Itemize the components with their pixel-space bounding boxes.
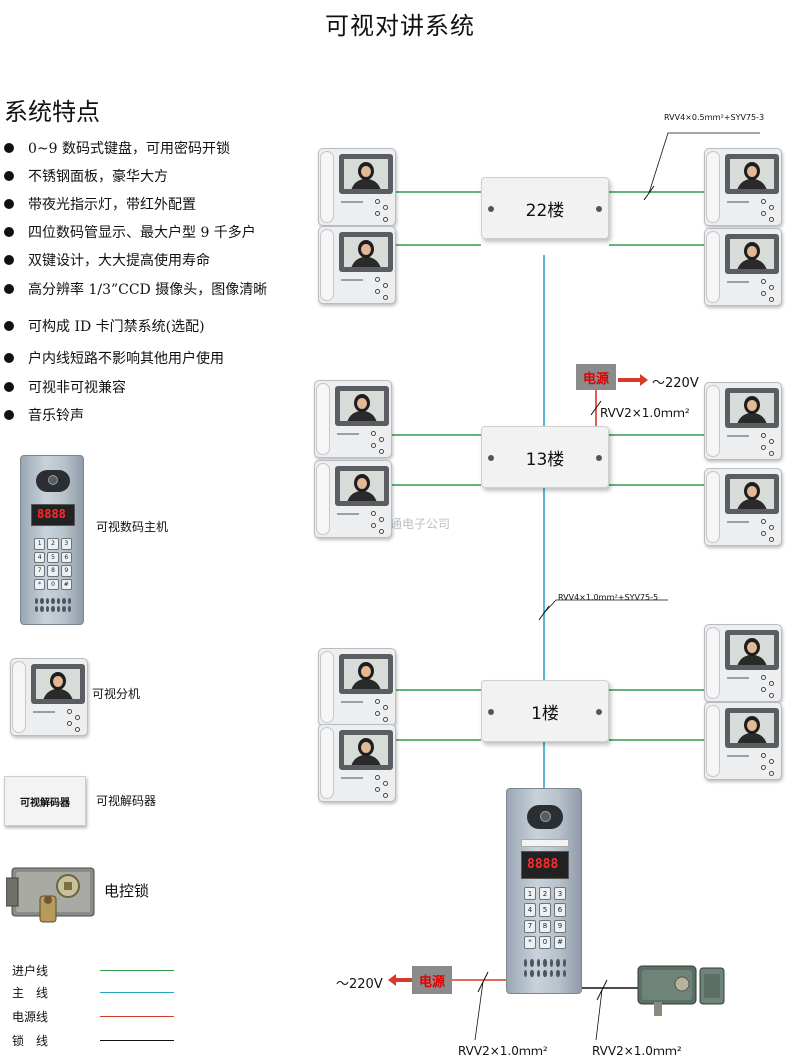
legend-item: 锁 线	[12, 1032, 174, 1049]
electric-lock-icon	[634, 958, 730, 1020]
bullet-icon	[4, 410, 14, 420]
indoor-monitor-icon	[314, 380, 392, 458]
decoder-label: 可视解码器	[96, 794, 157, 808]
indoor-unit-label: 可视分机	[92, 687, 141, 701]
indoor-monitor-icon	[704, 148, 782, 226]
floor-decoder-13: 13楼	[481, 426, 609, 488]
cable-label-power-bottom: RVV2×1.0ｍｍ²	[458, 1044, 548, 1057]
indoor-monitor-icon	[704, 382, 782, 460]
speaker-grille	[35, 598, 71, 612]
bullet-icon	[4, 199, 14, 209]
feature-item: 户内线短路不影响其他用户使用	[4, 348, 224, 368]
indoor-monitor-icon	[10, 658, 88, 736]
feature-item: 带夜光指示灯，带红外配置	[4, 194, 196, 214]
feature-item: 音乐铃声	[4, 405, 84, 425]
power-arrow	[388, 974, 412, 986]
feature-item: 0~9 数码式键盘，可用密码开锁	[4, 138, 230, 158]
floor-decoder-22: 22楼	[481, 177, 609, 239]
indoor-monitor-icon	[318, 648, 396, 726]
bullet-icon	[4, 321, 14, 331]
legend-swatch	[100, 991, 174, 994]
feature-item: 双键设计，大大提高使用寿命	[4, 250, 210, 270]
legend-item: 电源线	[12, 1008, 174, 1025]
legend-swatch	[100, 969, 174, 972]
cable-leader	[595, 989, 603, 1041]
lock-label: 电控锁	[104, 882, 150, 900]
cable-leader	[474, 981, 484, 1041]
bullet-icon	[4, 255, 14, 265]
indoor-monitor-icon	[318, 148, 396, 226]
power-supply-bottom: 电源	[412, 966, 452, 994]
voltage-label-13: ～220V	[652, 376, 699, 391]
legend-item: 进户线	[12, 962, 174, 979]
power-supply-13: 电源	[576, 364, 616, 390]
indoor-monitor-icon	[318, 226, 396, 304]
bullet-icon	[4, 284, 14, 294]
cable-leader	[543, 599, 668, 614]
electric-lock-icon	[5, 856, 98, 930]
legend-swatch	[100, 1039, 174, 1042]
page-title: 可视对讲系统	[325, 12, 475, 40]
cable-leader	[648, 132, 760, 194]
bullet-icon	[4, 353, 14, 363]
main-unit-label: 可视数码主机	[96, 520, 169, 534]
bullet-icon	[4, 227, 14, 237]
panel-display: 8888	[31, 504, 75, 526]
indoor-monitor-icon	[704, 702, 782, 780]
decoder-item: 可视解码器	[4, 776, 86, 826]
indoor-monitor-icon	[704, 228, 782, 306]
bullet-icon	[4, 143, 14, 153]
cable-tick	[590, 400, 602, 416]
indoor-monitor-icon	[314, 460, 392, 538]
voltage-label-bottom: ～220V	[336, 977, 383, 992]
cable-label-top: RVV4×0.5ｍｍ²+SYV75-3	[664, 113, 765, 122]
cable-label-lock: RVV2×1.0ｍｍ²	[592, 1044, 682, 1057]
feature-item: 四位数码管显示、最大户型 9 千多户	[4, 222, 256, 242]
camera-icon	[527, 805, 563, 829]
feature-item: 不锈钢面板，豪华大方	[4, 166, 168, 186]
cable-label-power-13: RVV2×1.0ｍｍ²	[600, 406, 690, 420]
camera-icon	[36, 470, 70, 492]
feature-item: 可构成 ID 卡门禁系统(选配)	[4, 316, 205, 336]
power-arrow	[618, 374, 648, 386]
feature-item: 高分辨率 1/3”CCD 摄像头，图像清晰	[4, 279, 267, 299]
indoor-monitor-icon	[704, 624, 782, 702]
indoor-monitor-icon	[704, 468, 782, 546]
panel-display: 8888	[521, 851, 569, 879]
floor-decoder-1: 1楼	[481, 680, 609, 742]
feature-item: 可视非可视兼容	[4, 377, 126, 397]
bullet-icon	[4, 171, 14, 181]
bullet-icon	[4, 382, 14, 392]
features-heading: 系统特点	[4, 98, 100, 126]
speaker-grille	[524, 959, 566, 977]
legend-swatch	[100, 1015, 174, 1018]
indoor-monitor-icon	[318, 724, 396, 802]
legend-item: 主 线	[12, 984, 174, 1001]
cable-label-middle: RVV4×1.0ｍｍ²+SYV75-5	[558, 593, 659, 602]
